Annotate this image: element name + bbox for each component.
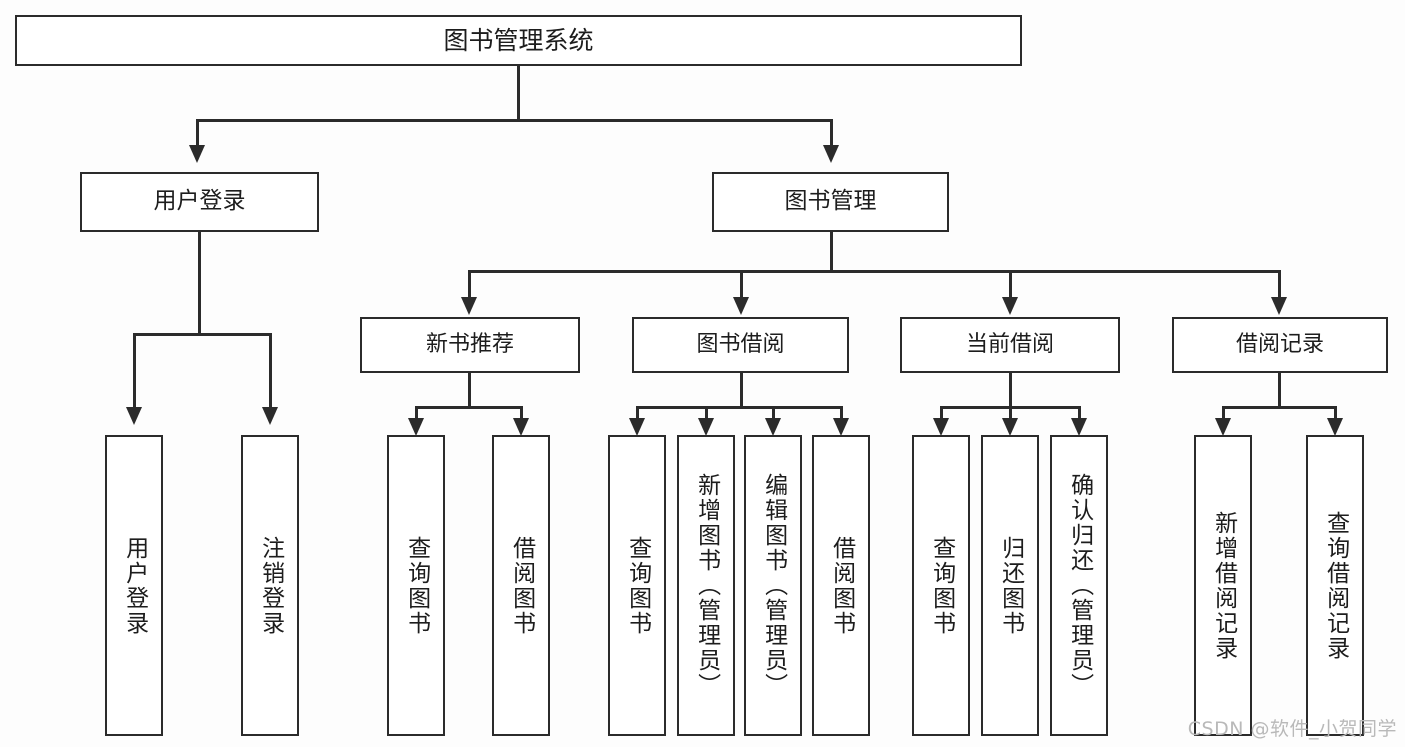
node-label: 编辑图书（管理员）	[760, 473, 787, 698]
edge-new-book-to-leaf-1	[415, 406, 418, 420]
arrowhead-book-management-to-borrow-record	[1271, 297, 1287, 315]
edge-book-management-to-new-book	[468, 270, 471, 297]
leaf-user-login-login[interactable]: 用户登录	[105, 435, 163, 736]
node-borrow-record[interactable]: 借阅记录	[1172, 317, 1388, 373]
node-label: 借阅图书	[828, 535, 855, 636]
edge-book-borrow-to-leaf-4	[840, 406, 843, 420]
edge-book-management-to-book-borrow	[740, 270, 743, 297]
node-label: 图书借阅	[696, 332, 785, 358]
edge-borrow-record-to-leaf-2	[1334, 406, 1337, 420]
edge-book-borrow-stem	[740, 373, 743, 406]
node-current-borrow[interactable]: 当前借阅	[900, 317, 1120, 373]
edge-current-borrow-stem	[1009, 373, 1012, 406]
edge-book-borrow-distributor-bar	[636, 406, 842, 409]
edge-book-management-to-borrow-record	[1278, 270, 1281, 297]
csdn-watermark: CSDN @软件_小贺同学	[1187, 718, 1397, 740]
leaf-current-borrow-query-books[interactable]: 查询图书	[912, 435, 970, 736]
edge-current-borrow-to-leaf-2	[1009, 406, 1012, 420]
arrowhead-new-book-to-leaf-1	[408, 418, 424, 436]
arrowhead-book-management-to-current-borrow	[1002, 297, 1018, 315]
arrowhead-root-to-user-login	[189, 145, 205, 163]
edge-new-book-distributor-bar	[415, 406, 522, 409]
edge-book-borrow-to-leaf-2	[705, 406, 708, 420]
arrowhead-book-borrow-to-leaf-3	[765, 418, 781, 436]
arrowhead-book-management-to-book-borrow	[733, 297, 749, 315]
edge-new-book-stem	[468, 373, 471, 406]
arrowhead-borrow-record-to-leaf-1	[1215, 418, 1231, 436]
edge-borrow-record-distributor-bar	[1222, 406, 1336, 409]
node-label: 新增借阅记录	[1210, 510, 1237, 661]
edge-book-borrow-to-leaf-3	[772, 406, 775, 420]
edge-user-login-to-leaf-2	[269, 333, 272, 407]
edge-borrow-record-to-leaf-1	[1222, 406, 1225, 420]
node-new-book-recommend[interactable]: 新书推荐	[360, 317, 580, 373]
node-book-borrow[interactable]: 图书借阅	[632, 317, 849, 373]
arrowhead-book-borrow-to-leaf-1	[629, 418, 645, 436]
edge-new-book-to-leaf-2	[520, 406, 523, 420]
node-label: 查询图书	[624, 535, 651, 636]
node-label: 借阅图书	[508, 535, 535, 636]
leaf-book-borrow-add-book-admin[interactable]: 新增图书（管理员）	[677, 435, 735, 736]
leaf-new-book-borrow-books[interactable]: 借阅图书	[492, 435, 550, 736]
node-label: 当前借阅	[965, 332, 1054, 358]
node-label: 新增图书（管理员）	[693, 473, 720, 698]
leaf-borrow-record-add-record[interactable]: 新增借阅记录	[1194, 435, 1252, 736]
leaf-user-login-logout[interactable]: 注销登录	[241, 435, 299, 736]
edge-user-login-distributor-bar	[133, 333, 271, 336]
node-label: 查询借阅记录	[1322, 510, 1349, 661]
node-label: 新书推荐	[425, 332, 514, 358]
leaf-current-borrow-return-books[interactable]: 归还图书	[981, 435, 1039, 736]
edge-current-borrow-to-leaf-3	[1078, 406, 1081, 420]
edge-root-distributor-bar	[196, 119, 833, 122]
edge-current-borrow-to-leaf-1	[940, 406, 943, 420]
node-label: 用户登录	[153, 188, 246, 215]
edge-user-login-stem	[198, 232, 201, 333]
edge-root-to-user-login	[196, 119, 199, 145]
edge-book-management-to-current-borrow	[1009, 270, 1012, 297]
node-label: 归还图书	[997, 535, 1024, 636]
arrowhead-borrow-record-to-leaf-2	[1327, 418, 1343, 436]
leaf-book-borrow-borrow-books[interactable]: 借阅图书	[812, 435, 870, 736]
arrowhead-book-borrow-to-leaf-2	[698, 418, 714, 436]
arrowhead-current-borrow-to-leaf-1	[933, 418, 949, 436]
edge-book-management-stem	[830, 232, 833, 270]
node-label: 注销登录	[257, 535, 284, 636]
node-label: 用户登录	[121, 535, 148, 636]
arrowhead-root-to-book-management	[823, 145, 839, 163]
leaf-book-borrow-edit-book-admin[interactable]: 编辑图书（管理员）	[744, 435, 802, 736]
arrowhead-book-management-to-new-book	[461, 297, 477, 315]
node-label: 图书管理	[784, 188, 877, 215]
node-root-book-management-system[interactable]: 图书管理系统	[15, 15, 1022, 66]
edge-root-stem	[517, 66, 520, 119]
edge-book-borrow-to-leaf-1	[636, 406, 639, 420]
edge-root-to-book-management	[830, 119, 833, 145]
leaf-book-borrow-query-books[interactable]: 查询图书	[608, 435, 666, 736]
leaf-borrow-record-query-record[interactable]: 查询借阅记录	[1306, 435, 1364, 736]
node-label: 确认归还（管理员）	[1066, 473, 1093, 698]
arrowhead-current-borrow-to-leaf-2	[1002, 418, 1018, 436]
arrowhead-new-book-to-leaf-2	[513, 418, 529, 436]
leaf-new-book-query-books[interactable]: 查询图书	[387, 435, 445, 736]
node-label: 借阅记录	[1235, 332, 1324, 358]
arrowhead-user-login-to-leaf-2	[262, 407, 278, 425]
edge-user-login-to-leaf-1	[133, 333, 136, 407]
arrowhead-user-login-to-leaf-1	[126, 407, 142, 425]
edge-book-management-distributor-bar	[468, 270, 1280, 273]
node-label: 查询图书	[928, 535, 955, 636]
node-user-login[interactable]: 用户登录	[80, 172, 319, 232]
leaf-current-borrow-confirm-return-admin[interactable]: 确认归还（管理员）	[1050, 435, 1108, 736]
node-book-management[interactable]: 图书管理	[712, 172, 949, 232]
arrowhead-current-borrow-to-leaf-3	[1071, 418, 1087, 436]
node-label: 查询图书	[403, 535, 430, 636]
arrowhead-book-borrow-to-leaf-4	[833, 418, 849, 436]
node-label: 图书管理系统	[443, 25, 594, 55]
edge-borrow-record-stem	[1278, 373, 1281, 406]
